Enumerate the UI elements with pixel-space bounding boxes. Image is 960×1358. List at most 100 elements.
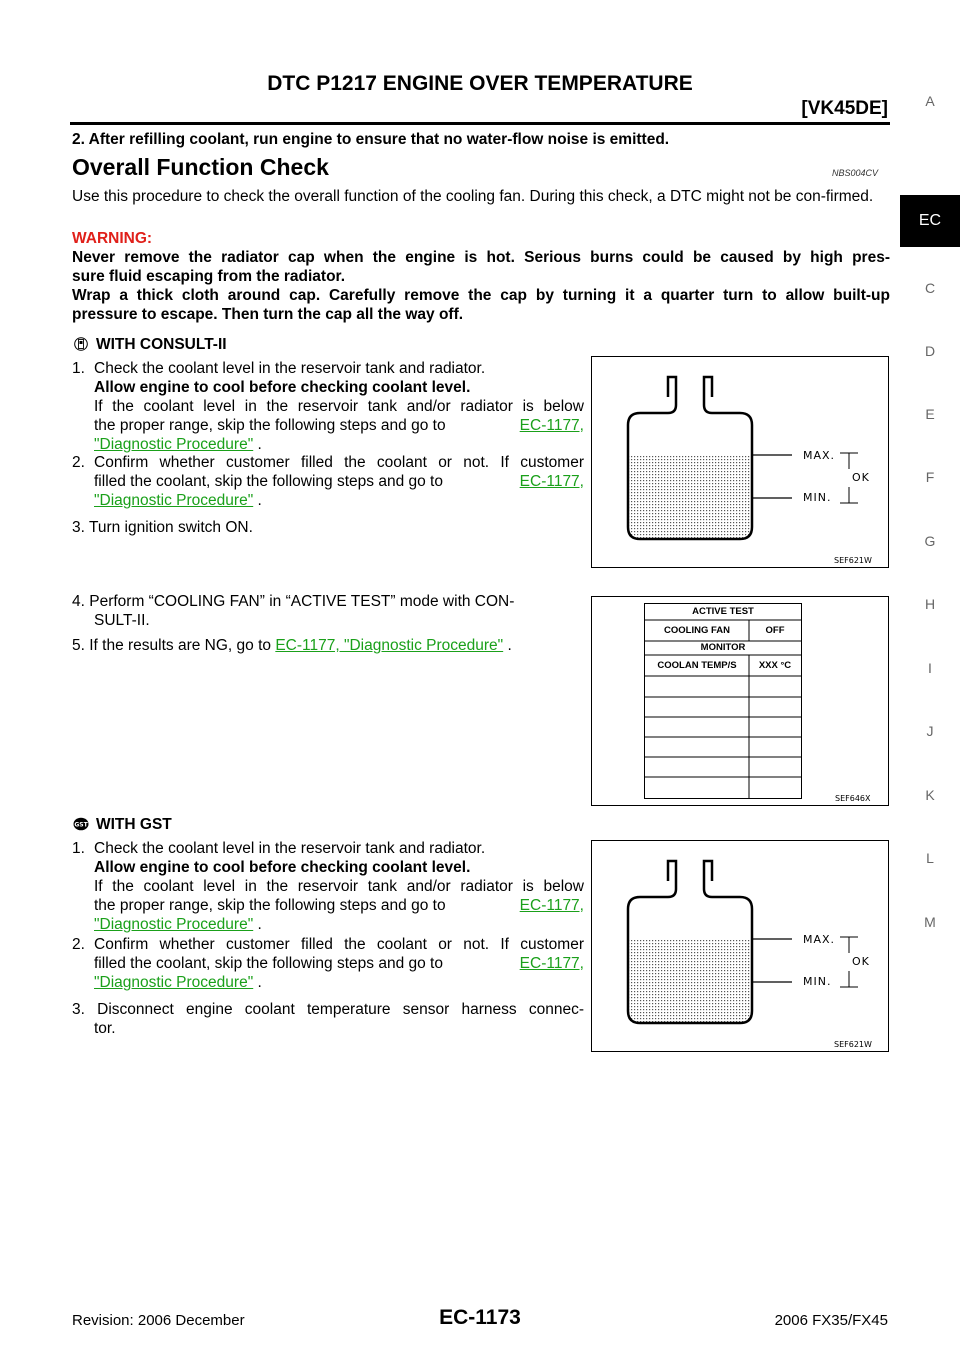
reservoir-tank-diagram	[626, 375, 858, 541]
index-i[interactable]: I	[928, 660, 932, 676]
step-line: 5. If the results are NG, go to	[72, 637, 272, 654]
period: .	[257, 436, 262, 453]
svg-text:GST: GST	[74, 822, 88, 829]
warning-line: Never remove the radiator cap when the e…	[72, 249, 890, 266]
engine-code: [VK45DE]	[801, 98, 888, 119]
cooling-fan-value: OFF	[765, 625, 785, 636]
index-k[interactable]: K	[925, 787, 935, 803]
coolant-temp-value: XXX °C	[758, 660, 792, 671]
figure-id: SEF646X	[835, 794, 871, 803]
consult-step-2: 2. Confirm whether customer filled the c…	[72, 453, 584, 510]
step-line: 3. Disconnect engine coolant temperature…	[72, 1001, 584, 1018]
step-line: If the coolant level in the reservoir ta…	[94, 398, 584, 415]
step-number: 1.	[72, 840, 85, 857]
active-test-figure: ACTIVE TEST COOLING FAN OFF MONITOR COOL…	[591, 596, 889, 806]
diagnostic-link[interactable]: EC-1177,	[519, 897, 584, 914]
intro-paragraph: Use this procedure to check the overall …	[72, 188, 874, 205]
index-h[interactable]: H	[924, 596, 936, 612]
warning-body: Never remove the radiator cap when the e…	[72, 248, 890, 324]
step-line: tor.	[94, 1020, 116, 1037]
section-code: NBS004CV	[832, 168, 879, 178]
max-label: MAX.	[803, 449, 836, 462]
active-test-grid	[645, 619, 801, 798]
coolant-level-figure-gst: MAX. MIN. OK SEF621W	[591, 840, 889, 1052]
step-line: Check the coolant level in the reservoir…	[94, 360, 486, 377]
gst-tool-icon: GST	[73, 817, 89, 831]
index-l[interactable]: L	[926, 850, 934, 866]
period: .	[257, 916, 262, 933]
warning-line: Wrap a thick cloth around cap. Carefully…	[72, 287, 890, 304]
index-g[interactable]: G	[924, 533, 936, 549]
page-number: EC-1173	[439, 1306, 521, 1329]
step-caution: Allow engine to cool before checking coo…	[94, 859, 471, 876]
active-test-title: ACTIVE TEST	[692, 606, 754, 617]
gst-step-3: 3. Disconnect engine coolant temperature…	[72, 1000, 584, 1038]
figure-id: SEF621W	[834, 556, 872, 565]
coolant-temp-item: COOLAN TEMP/S	[657, 660, 737, 671]
reservoir-tank-diagram	[626, 859, 858, 1025]
model-text: 2006 FX35/FX45	[774, 1312, 888, 1329]
index-a[interactable]: A	[925, 93, 935, 109]
period: .	[257, 492, 262, 509]
period: .	[257, 974, 262, 991]
index-m[interactable]: M	[924, 914, 936, 930]
intro-step: 2. After refilling coolant, run engine t…	[72, 131, 670, 148]
consult-step-3: 3. Turn ignition switch ON.	[72, 519, 253, 536]
active-test-screen: ACTIVE TEST COOLING FAN OFF MONITOR COOL…	[644, 603, 802, 799]
coolant-level-figure: MAX. MIN. OK SEF621W	[591, 356, 889, 568]
gst-step-1: 1. Check the coolant level in the reserv…	[72, 839, 584, 934]
index-j[interactable]: J	[926, 723, 934, 739]
consult-step-5: 5. If the results are NG, go to EC-1177,…	[72, 636, 512, 655]
warning-line: sure fluid escaping from the radiator.	[72, 268, 346, 285]
step-line: Confirm whether customer filled the cool…	[94, 936, 584, 953]
consult-step-4: 4. Perform “COOLING FAN” in “ACTIVE TEST…	[72, 592, 584, 630]
ok-label: OK	[852, 955, 870, 968]
diagnostic-link[interactable]: EC-1177,	[519, 417, 584, 434]
section-title: Overall Function Check	[72, 154, 329, 180]
step-line: the proper range, skip the following ste…	[94, 417, 446, 434]
min-label: MIN.	[803, 975, 832, 988]
step-line: filled the coolant, skip the following s…	[94, 473, 443, 490]
page-title: DTC P1217 ENGINE OVER TEMPERATURE	[267, 72, 693, 95]
gst-step-2: 2. Confirm whether customer filled the c…	[72, 935, 584, 992]
step-line: If the coolant level in the reservoir ta…	[94, 878, 584, 895]
step-line: filled the coolant, skip the following s…	[94, 955, 443, 972]
diagnostic-link[interactable]: EC-1177, "Diagnostic Procedure"	[275, 637, 504, 654]
consult-tool-icon	[74, 337, 88, 351]
index-f[interactable]: F	[925, 469, 935, 485]
diagnostic-link[interactable]: "Diagnostic Procedure"	[94, 436, 254, 453]
step-caution: Allow engine to cool before checking coo…	[94, 379, 471, 396]
step-line: Check the coolant level in the reservoir…	[94, 840, 486, 857]
diagnostic-link[interactable]: "Diagnostic Procedure"	[94, 974, 254, 991]
diagnostic-link[interactable]: EC-1177,	[519, 955, 584, 972]
index-ec-active[interactable]: EC	[900, 195, 960, 247]
figure-id: SEF621W	[834, 1040, 872, 1049]
ok-label: OK	[852, 471, 870, 484]
diagnostic-link[interactable]: "Diagnostic Procedure"	[94, 916, 254, 933]
step-number: 2.	[72, 936, 85, 953]
max-label: MAX.	[803, 933, 836, 946]
diagnostic-link[interactable]: "Diagnostic Procedure"	[94, 492, 254, 509]
revision-text: Revision: 2006 December	[72, 1312, 245, 1329]
step-line: SULT-II.	[94, 612, 150, 629]
consult-step-1: 1. Check the coolant level in the reserv…	[72, 359, 584, 454]
index-e[interactable]: E	[925, 406, 935, 422]
section-index: A C D E F G H I J K L M	[900, 0, 960, 1358]
warning-label: WARNING:	[72, 230, 153, 247]
step-number: 1.	[72, 360, 85, 377]
period: .	[507, 637, 512, 654]
index-c[interactable]: C	[924, 280, 936, 296]
gst-heading: WITH GST	[96, 816, 172, 833]
step-line: the proper range, skip the following ste…	[94, 897, 446, 914]
step-line: Confirm whether customer filled the cool…	[94, 454, 584, 471]
warning-line: pressure to escape. Then turn the cap al…	[72, 306, 464, 323]
consult-heading: WITH CONSULT-II	[96, 336, 227, 353]
diagnostic-link[interactable]: EC-1177,	[519, 473, 584, 490]
min-label: MIN.	[803, 491, 832, 504]
step-number: 2.	[72, 454, 85, 471]
cooling-fan-item: COOLING FAN	[664, 625, 730, 636]
step-line: 4. Perform “COOLING FAN” in “ACTIVE TEST…	[72, 593, 515, 610]
header-rule	[70, 122, 890, 125]
index-d[interactable]: D	[924, 343, 936, 359]
monitor-header: MONITOR	[700, 642, 746, 653]
